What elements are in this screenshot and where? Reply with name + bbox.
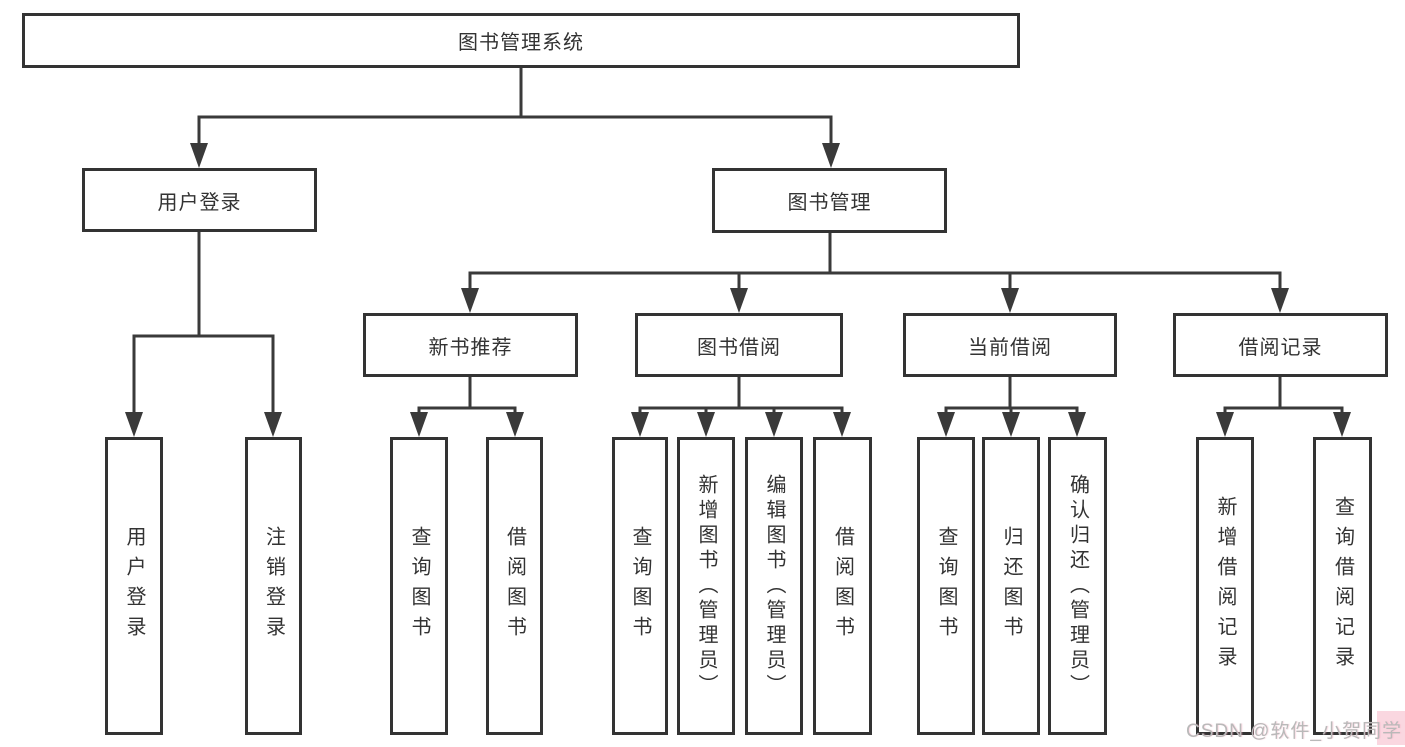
leaf-borrow-books: 借阅图书: [813, 437, 872, 735]
leaf-query-books-borrow: 查询图书: [612, 437, 668, 735]
watermark-accent: [1377, 711, 1405, 745]
leaf-return-books: 归还图书: [982, 437, 1040, 735]
leaf-query-books-recommend: 查询图书: [390, 437, 448, 735]
leaf-query-books-current: 查询图书: [917, 437, 975, 735]
connector-userlogin-to-leaves: [125, 232, 282, 437]
connector-root-to-level2: [190, 68, 840, 168]
leaf-logout: 注销登录: [245, 437, 302, 735]
node-root-system: 图书管理系统: [22, 13, 1020, 68]
leaf-add-books-admin: 新增图书（管理员）: [677, 437, 735, 735]
connector-newbooks-to-leaves: [410, 377, 524, 437]
leaf-add-borrow-record: 新增借阅记录: [1196, 437, 1254, 735]
connector-current-to-leaves: [937, 377, 1086, 437]
watermark-text: CSDN @软件_小贺同学: [1186, 721, 1402, 742]
leaf-borrow-books-recommend: 借阅图书: [486, 437, 543, 735]
connector-records-to-leaves: [1216, 377, 1351, 437]
leaf-query-borrow-record: 查询借阅记录: [1313, 437, 1372, 735]
connector-borrow-to-leaves: [631, 377, 851, 437]
leaf-user-login: 用户登录: [105, 437, 163, 735]
node-user-login-branch: 用户登录: [82, 168, 317, 232]
node-book-borrowing: 图书借阅: [635, 313, 843, 377]
leaf-edit-books-admin: 编辑图书（管理员）: [745, 437, 803, 735]
node-borrowing-records: 借阅记录: [1173, 313, 1388, 377]
node-new-book-recommend: 新书推荐: [363, 313, 578, 377]
node-book-management-branch: 图书管理: [712, 168, 947, 233]
node-current-borrowing: 当前借阅: [903, 313, 1117, 377]
leaf-confirm-return-admin: 确认归还（管理员）: [1048, 437, 1107, 735]
connector-bookmgmt-to-level3: [461, 233, 1289, 313]
